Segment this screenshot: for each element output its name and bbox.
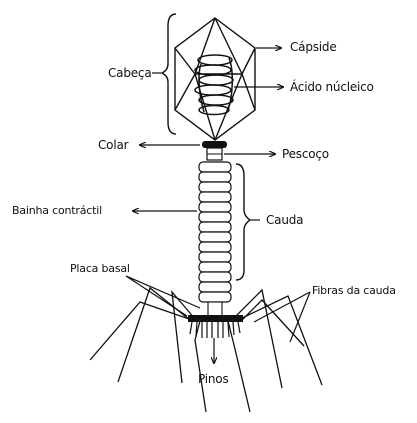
collar [202, 141, 227, 148]
label-cauda: Cauda [266, 213, 303, 227]
label-fibras-da-cauda: Fibras da cauda [312, 284, 396, 298]
label-cabeca: Cabeça [108, 66, 151, 80]
tail-core [208, 302, 222, 316]
label-colar: Colar [98, 138, 128, 152]
label-pinos: Pinos [198, 372, 229, 386]
base-plate [188, 315, 243, 322]
head-bracket [162, 14, 176, 134]
nucleic-acid-coil [195, 55, 233, 115]
placa-line-1 [126, 276, 187, 316]
capsid-outline [175, 18, 255, 140]
fibras-line-2 [290, 292, 310, 342]
label-placa-basal: Placa basal [70, 262, 130, 276]
capsid-head [175, 18, 255, 140]
label-bainha-contractil: Bainha contráctil [12, 204, 102, 218]
label-capside: Cápside [290, 40, 337, 54]
fibras-line-1 [254, 292, 310, 322]
tail-fibers [90, 288, 322, 412]
tail-bracket [236, 164, 250, 280]
contractile-sheath [199, 162, 231, 302]
label-pescoco: Pescoço [282, 147, 329, 161]
placa-line-2 [126, 276, 200, 308]
label-acido-nucleico: Ácido núcleico [290, 80, 374, 94]
